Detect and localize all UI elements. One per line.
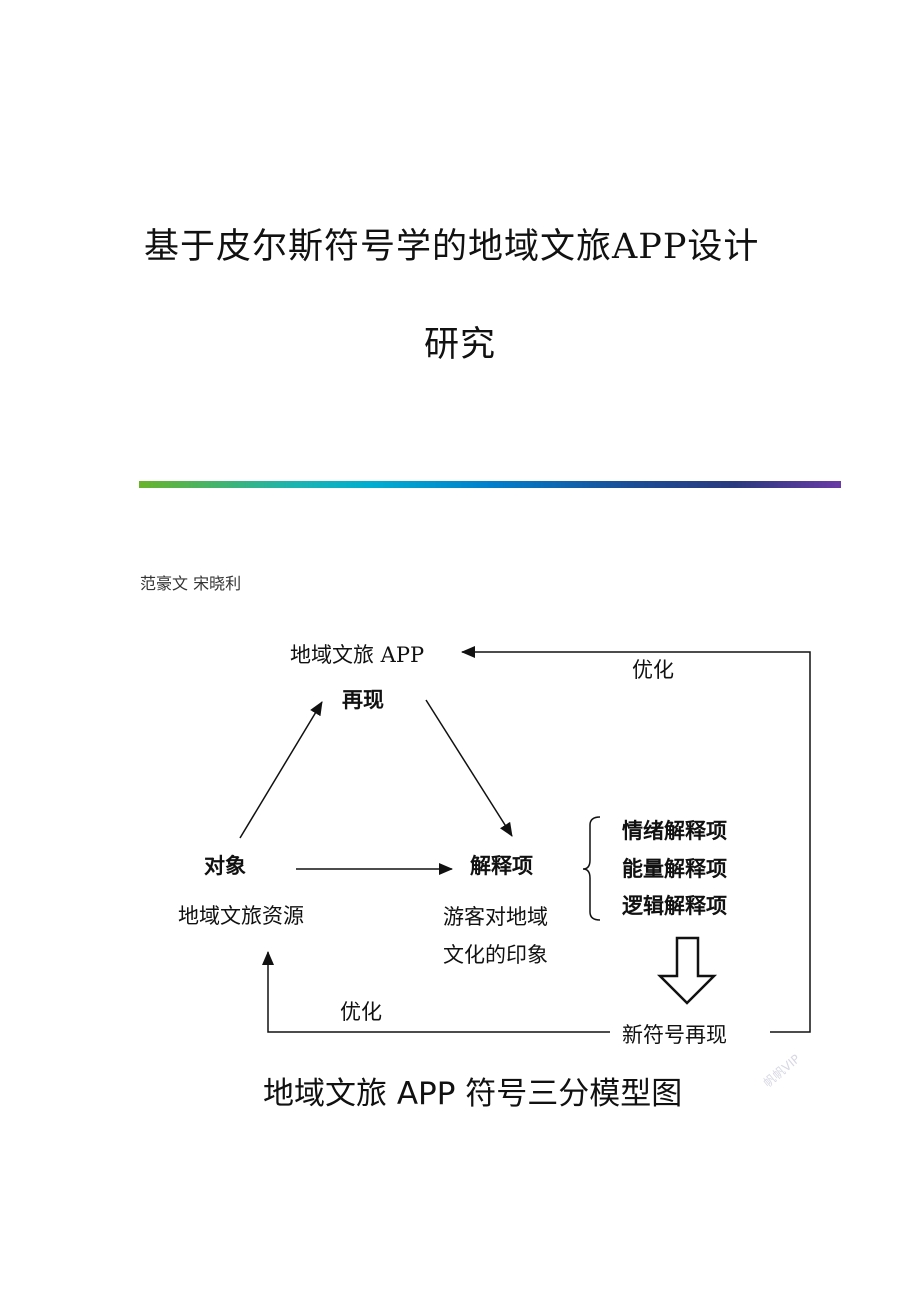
authors: 范豪文 宋晓利 bbox=[140, 574, 242, 593]
representation-label: 再现 bbox=[342, 687, 384, 712]
feedback-line-right bbox=[461, 646, 811, 1033]
feedback-line-bottom bbox=[262, 951, 610, 1033]
gradient-divider bbox=[139, 481, 841, 488]
energetic-interpretant: 能量解释项 bbox=[622, 856, 727, 881]
object-label: 对象 bbox=[204, 853, 246, 878]
document-title-line-1: 基于皮尔斯符号学的地域文旅APP设计 bbox=[144, 227, 760, 267]
new-sign-label: 新符号再现 bbox=[622, 1023, 727, 1047]
interpretant-label: 解释项 bbox=[470, 853, 533, 878]
app-label: 地域文旅 APP bbox=[290, 643, 425, 667]
arrow-object-to-representation bbox=[239, 701, 323, 839]
object-description: 地域文旅资源 bbox=[178, 904, 304, 928]
optimize-label-top: 优化 bbox=[632, 658, 674, 682]
hollow-down-arrow bbox=[656, 936, 718, 1005]
document-title-line-2: 研究 bbox=[424, 325, 497, 365]
interpretant-description-2: 文化的印象 bbox=[443, 943, 548, 967]
interpretant-description-1: 游客对地域 bbox=[443, 905, 548, 929]
interpretant-brace bbox=[582, 816, 601, 921]
logical-interpretant: 逻辑解释项 bbox=[622, 893, 727, 918]
figure-caption: 地域文旅 APP 符号三分模型图 bbox=[263, 1076, 683, 1112]
optimize-label-bottom: 优化 bbox=[340, 1000, 382, 1024]
emotional-interpretant: 情绪解释项 bbox=[622, 818, 727, 843]
arrow-representation-to-interpretant bbox=[425, 699, 513, 837]
